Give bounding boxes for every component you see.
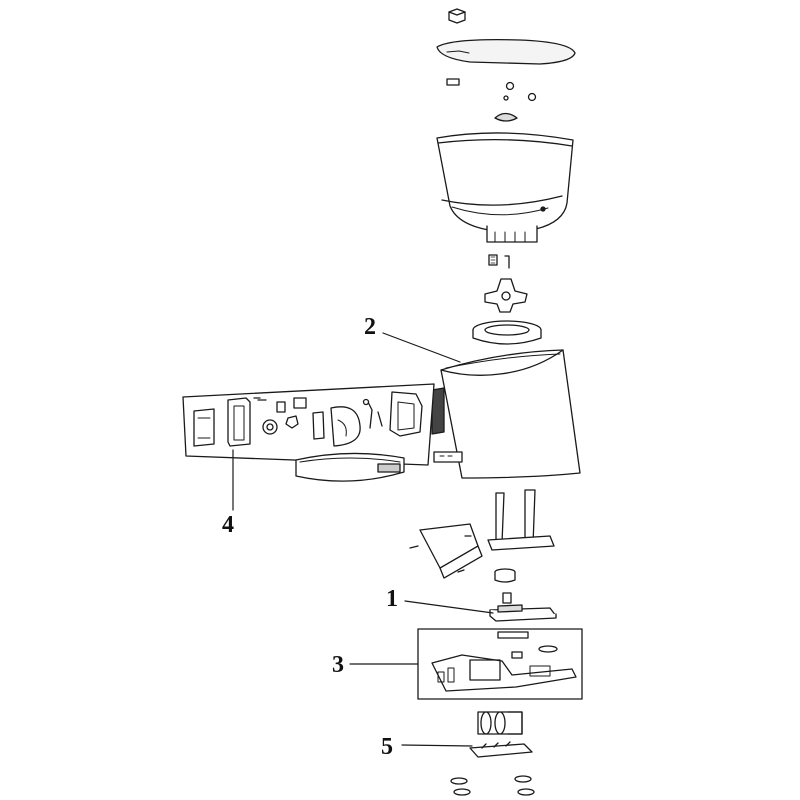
hopper-lid — [436, 38, 576, 65]
spring-clip — [488, 254, 510, 269]
callout-1: 1 — [386, 586, 398, 612]
ring-collar — [472, 320, 542, 345]
support-posts — [487, 489, 555, 551]
drive-shaft — [494, 568, 516, 583]
callout-3: 3 — [332, 652, 344, 678]
callout-5: 5 — [381, 734, 393, 760]
hopper-bowl — [436, 132, 574, 243]
leader-lines — [232, 332, 494, 747]
base-panel — [417, 628, 583, 700]
rubber-feet — [450, 775, 535, 796]
top-knob — [448, 8, 466, 24]
leader-line-2 — [382, 332, 461, 363]
battery-cover — [469, 741, 533, 758]
control-module-panel — [182, 383, 435, 466]
battery-pack — [477, 711, 523, 735]
callout-2: 2 — [364, 314, 376, 340]
main-housing — [431, 349, 581, 479]
leader-line-1 — [404, 600, 494, 614]
callout-4: 4 — [222, 512, 234, 538]
impeller — [484, 278, 528, 313]
leader-line-5 — [401, 744, 473, 747]
chute-bracket — [409, 523, 483, 579]
sensor-plate — [489, 592, 557, 622]
bowl-tray — [295, 452, 405, 482]
lid-fasteners — [446, 78, 537, 122]
